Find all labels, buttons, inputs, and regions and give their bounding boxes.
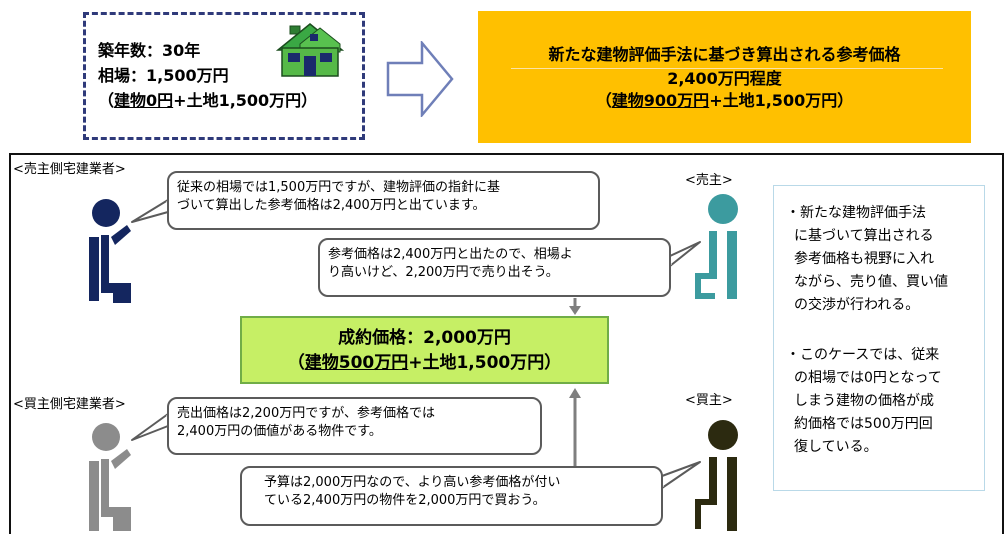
deal-price-box: 成約価格：2,000万円 （建物500万円+土地1,500万円） bbox=[240, 316, 609, 384]
market-price: 相場：1,500万円 bbox=[98, 66, 229, 85]
seller-label: <売主> bbox=[685, 173, 733, 188]
negotiation-panel bbox=[9, 153, 1004, 534]
deal-price-title: 成約価格：2,000万円 bbox=[338, 328, 511, 348]
buyer-label: <買主> bbox=[685, 393, 733, 408]
house-icon bbox=[276, 23, 344, 77]
seller-speech-bubble: 参考価格は2,400万円と出たので、相場よ り高いけど、2,200万円で売り出そ… bbox=[318, 238, 671, 297]
buyer-agent-person-icon bbox=[89, 423, 131, 531]
right-arrow-icon bbox=[386, 41, 454, 117]
seller-person-icon bbox=[695, 194, 738, 299]
market-price-breakdown: （建物0円+土地1,500万円） bbox=[98, 91, 318, 110]
note-paragraph: ・このケースでは、従来 の相場では0円となって しまう建物の価格が成 約価格では… bbox=[786, 347, 942, 455]
seller-agent-speech-bubble: 従来の相場では1,500万円ですが、建物評価の指針に基 づいて算出した参考価格は… bbox=[167, 171, 600, 230]
buyer-speech-bubble: 予算は2,000万円なので、より高い参考価格が付い ている2,400万円の物件を… bbox=[240, 466, 663, 526]
seller-agent-label: <売主側宅建業者> bbox=[13, 162, 126, 177]
notes-box: ・新たな建物評価手法 に基づいて算出される 参考価格も視野に入れ ながら、売り値… bbox=[773, 185, 985, 491]
note-paragraph: ・新たな建物評価手法 に基づいて算出される 参考価格も視野に入れ ながら、売り値… bbox=[786, 205, 948, 313]
reference-price-breakdown: （建物900万円+土地1,500万円） bbox=[595, 91, 854, 110]
reference-price-title: 新たな建物評価手法に基づき算出される参考価格 bbox=[548, 45, 901, 64]
seller-agent-person-icon bbox=[89, 199, 131, 303]
divider bbox=[511, 68, 943, 69]
building-age: 築年数：30年 bbox=[98, 41, 201, 60]
reference-price-box: 新たな建物評価手法に基づき算出される参考価格 2,400万円程度 （建物900万… bbox=[478, 11, 971, 143]
reference-price-amount: 2,400万円程度 bbox=[667, 69, 782, 88]
deal-price-breakdown: （建物500万円+土地1,500万円） bbox=[287, 353, 562, 373]
buyer-person-icon bbox=[695, 420, 738, 531]
house-info-box: 築年数：30年 相場：1,500万円 （建物0円+土地1,500万円） bbox=[83, 12, 365, 140]
buyer-agent-label: <買主側宅建業者> bbox=[13, 397, 126, 412]
buyer-agent-speech-bubble: 売出価格は2,200万円ですが、参考価格では 2,400万円の価値がある物件です… bbox=[167, 397, 542, 455]
